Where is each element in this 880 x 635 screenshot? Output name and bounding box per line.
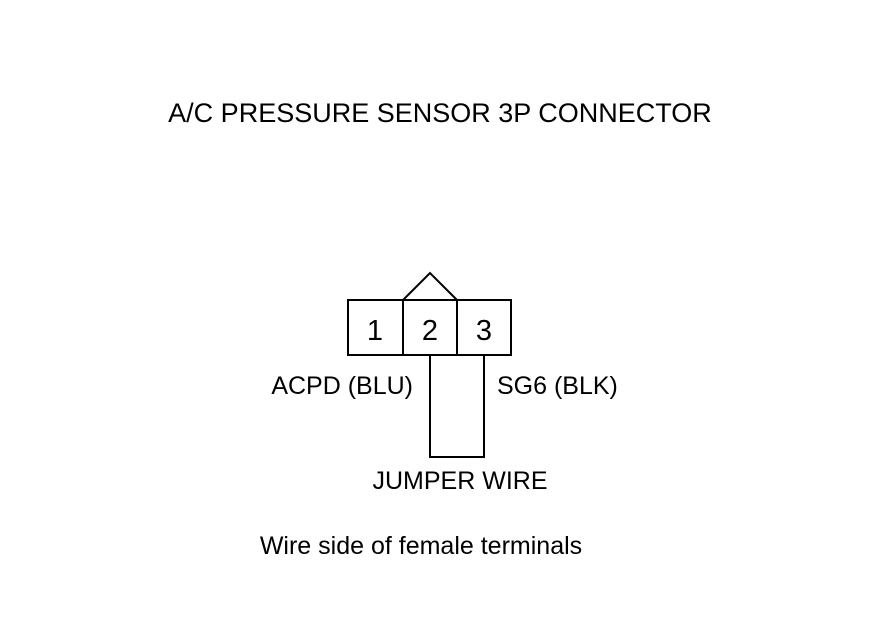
terminal-number-1: 1 [367,315,383,347]
terminal-number-2: 2 [422,315,438,347]
connector-lock-tab [402,271,458,301]
terminal-number-3: 3 [476,315,492,347]
terminal-3-wire-label: SG6 (BLK) [497,372,618,400]
terminal-1-wire-label: ACPD (BLU) [271,372,413,400]
jumper-wire-label: JUMPER WIRE [373,467,548,495]
jumper-wire [429,355,485,458]
diagram-caption: Wire side of female terminals [260,532,582,560]
diagram-title: A/C PRESSURE SENSOR 3P CONNECTOR [168,98,712,128]
